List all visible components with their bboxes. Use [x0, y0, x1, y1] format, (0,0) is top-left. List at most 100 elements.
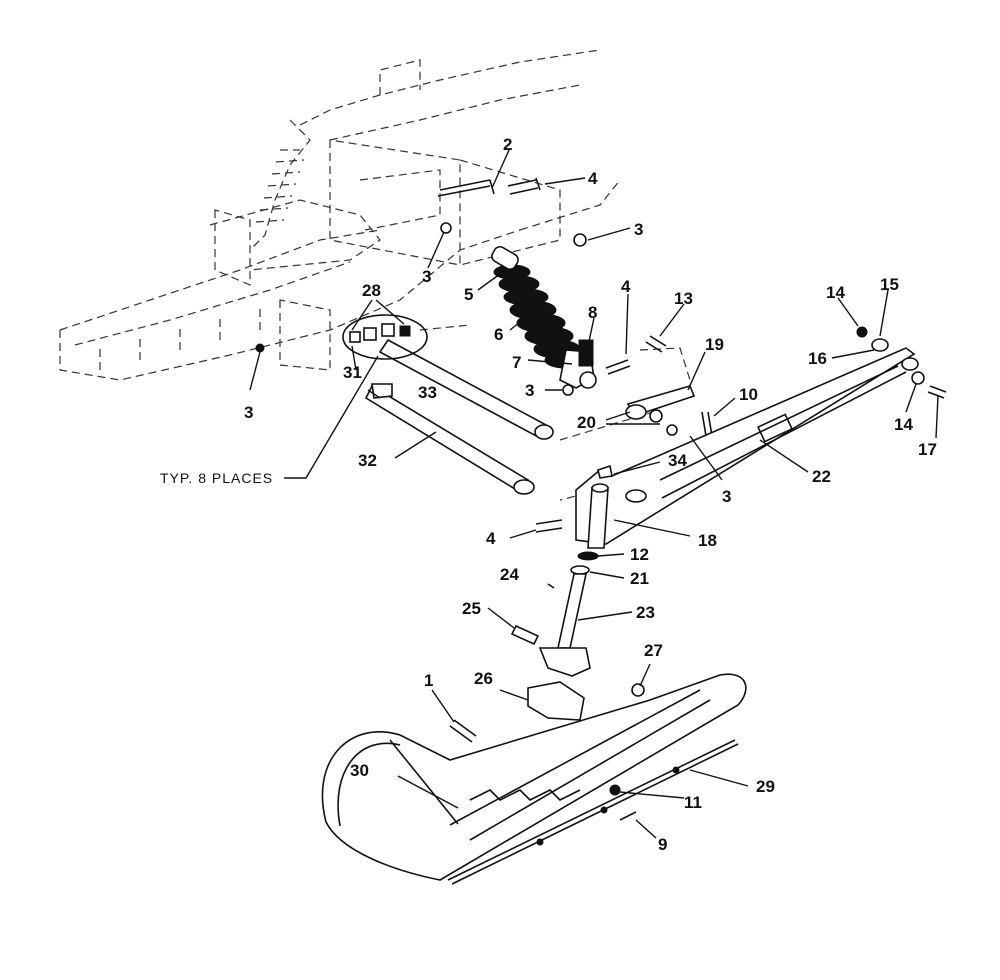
callout-32: 32: [358, 451, 377, 470]
callout-17: 17: [918, 440, 937, 459]
nut-3-c: [255, 343, 265, 353]
wear-bar-29-edge: [451, 743, 739, 885]
washer-14b: [911, 371, 925, 385]
callout-29: 29: [756, 777, 775, 796]
callout-21: 21: [630, 569, 649, 588]
callout-8: 8: [588, 303, 597, 322]
bushing-28b: [381, 323, 395, 337]
nut-3-e: [666, 424, 678, 436]
clip-24: [547, 583, 555, 589]
nut-3-d: [562, 384, 574, 396]
spindle-saddle: [538, 647, 591, 677]
ski-rib: [449, 689, 711, 841]
nut-11: [609, 784, 621, 796]
ski-loop-30: [389, 739, 459, 825]
callout-3-arm: 3: [722, 487, 731, 506]
callout-7: 7: [512, 353, 521, 372]
typ-8-places-note: TYP. 8 PLACES: [160, 470, 273, 486]
steering-link: [625, 326, 925, 423]
spindle-tube: [587, 487, 609, 549]
ghost-chassis: [59, 49, 691, 501]
bushing-28c: [399, 325, 411, 337]
bolt-1: [449, 719, 477, 743]
wear-bar-stud-c: [672, 766, 680, 774]
shock-absorber: [491, 245, 597, 389]
callout-34: 34: [668, 451, 687, 470]
rod-32-eye: [513, 479, 535, 495]
callout-26: 26: [474, 669, 493, 688]
bushing-15: [871, 338, 889, 352]
cotter-9: [619, 811, 637, 821]
cap-34: [597, 464, 613, 479]
rod-33-eye: [534, 424, 554, 440]
callout-4-mid: 4: [621, 277, 631, 296]
callout-30: 30: [350, 761, 369, 780]
wear-bar-stud-b: [600, 806, 608, 814]
pin-25: [510, 624, 540, 646]
wear-bar-29: [447, 739, 736, 881]
radius-rods: [342, 314, 554, 495]
callout-12: 12: [630, 545, 649, 564]
washer-14a: [856, 326, 868, 338]
callout-33: 33: [418, 383, 437, 402]
callout-22: 22: [812, 467, 831, 486]
washer-12: [577, 551, 599, 561]
callout-11: 11: [684, 793, 702, 812]
callout-5: 5: [464, 285, 473, 304]
bushing-31: [349, 331, 361, 343]
spring-retainer: [578, 339, 594, 367]
bushing-28a: [363, 327, 377, 341]
leader-lines: [249, 149, 939, 839]
callout-3-right: 3: [634, 220, 643, 239]
callout-10: 10: [739, 385, 758, 404]
spindle-23: [557, 573, 587, 649]
rod-32-end: [371, 383, 393, 399]
callout-3-top: 3: [422, 267, 431, 286]
ghost-rear-shock: [255, 149, 305, 223]
bolt-17: [927, 385, 947, 399]
bolt-13: [645, 335, 667, 353]
callout-23: 23: [636, 603, 655, 622]
callout-15: 15: [880, 275, 899, 294]
callout-16: 16: [808, 349, 827, 368]
ski: [321, 673, 747, 885]
ski-tip-curve: [337, 742, 401, 827]
callout-24: 24: [500, 565, 519, 584]
ski-body: [321, 673, 747, 881]
callout-18: 18: [698, 531, 717, 550]
callout-31: 31: [343, 363, 362, 382]
callout-3-shock: 3: [525, 381, 534, 400]
rod-33: [378, 338, 550, 440]
bushing-detail-circle: [342, 314, 428, 360]
link-19-eye: [625, 404, 647, 420]
callout-27: 27: [644, 641, 663, 660]
wear-bar-stud-a: [536, 838, 544, 846]
ski-leg-pivot: [901, 357, 919, 371]
callout-4-low: 4: [486, 529, 496, 548]
shock-top-eye: [491, 245, 519, 271]
ski-keel: [469, 789, 581, 801]
callout-labels: 2 4 3 3 5 6 7 8 4 13 3 19 10 14 15 16 14…: [160, 135, 937, 854]
bolt-2: [437, 179, 495, 197]
shock-bottom-eye: [579, 371, 597, 389]
nut-3-a: [440, 222, 452, 234]
callout-28: 28: [362, 281, 381, 300]
ski-leg-channel: [659, 365, 907, 499]
callout-3-left: 3: [244, 403, 253, 422]
callout-2: 2: [503, 135, 512, 154]
nut-3-b: [573, 233, 587, 247]
washer-20: [649, 409, 663, 423]
callout-6: 6: [494, 325, 503, 344]
callout-14-top: 14: [826, 283, 845, 302]
callout-4-top: 4: [588, 169, 598, 188]
bolt-4-low: [535, 519, 563, 533]
ski-leg-slot: [625, 489, 647, 503]
nut-27: [631, 683, 645, 697]
callout-9: 9: [658, 835, 667, 854]
bushing-21: [570, 565, 590, 575]
callout-13: 13: [674, 289, 693, 308]
bolt-4-top: [507, 177, 541, 195]
decal-22: [756, 413, 794, 443]
callout-25: 25: [462, 599, 481, 618]
